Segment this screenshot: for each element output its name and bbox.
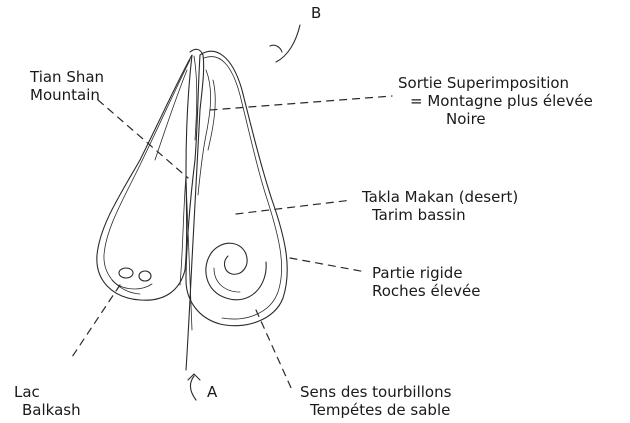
label-takla-makan: Takla Makan (desert) Tarim bassin bbox=[362, 188, 518, 224]
label-sens-line1: Sens des tourbillons bbox=[300, 383, 451, 401]
label-takla-line1: Takla Makan (desert) bbox=[362, 188, 518, 206]
label-arrow-a: A bbox=[207, 383, 217, 401]
label-sens-line2: Tempétes de sable bbox=[300, 401, 451, 419]
label-tian-shan-line2: Mountain bbox=[30, 86, 104, 104]
label-sortie-line2: = Montagne plus élevée bbox=[398, 92, 593, 110]
label-tian-shan-line1: Tian Shan bbox=[30, 68, 104, 86]
label-arrow-b: B bbox=[311, 4, 321, 22]
leader-partie bbox=[290, 258, 366, 272]
leader-takla bbox=[236, 200, 352, 214]
right-lobe bbox=[186, 51, 287, 325]
label-sortie-line3: Noire bbox=[398, 110, 593, 128]
leader-sens bbox=[256, 310, 292, 390]
leader-sortie bbox=[210, 96, 392, 110]
label-lac-balkash: Lac Balkash bbox=[14, 383, 81, 419]
label-partie-line1: Partie rigide bbox=[372, 264, 480, 282]
sand-swirl bbox=[206, 243, 266, 300]
leader-tian-shan bbox=[98, 100, 188, 178]
leader-lac bbox=[70, 285, 120, 360]
label-takla-line2: Tarim bassin bbox=[362, 206, 518, 224]
label-lac-line1: Lac bbox=[14, 383, 81, 401]
arrow-a bbox=[188, 374, 200, 400]
label-sens-tourbillons: Sens des tourbillons Tempétes de sable bbox=[300, 383, 451, 419]
arrow-b bbox=[270, 25, 300, 62]
left-lobe bbox=[97, 55, 192, 300]
label-sortie-line1: Sortie Superimposition bbox=[398, 74, 593, 92]
label-tian-shan: Tian Shan Mountain bbox=[30, 68, 104, 104]
label-lac-line2: Balkash bbox=[14, 401, 81, 419]
label-sortie: Sortie Superimposition = Montagne plus é… bbox=[398, 74, 593, 128]
label-partie-rigide: Partie rigide Roches élevée bbox=[372, 264, 480, 300]
label-partie-line2: Roches élevée bbox=[372, 282, 480, 300]
